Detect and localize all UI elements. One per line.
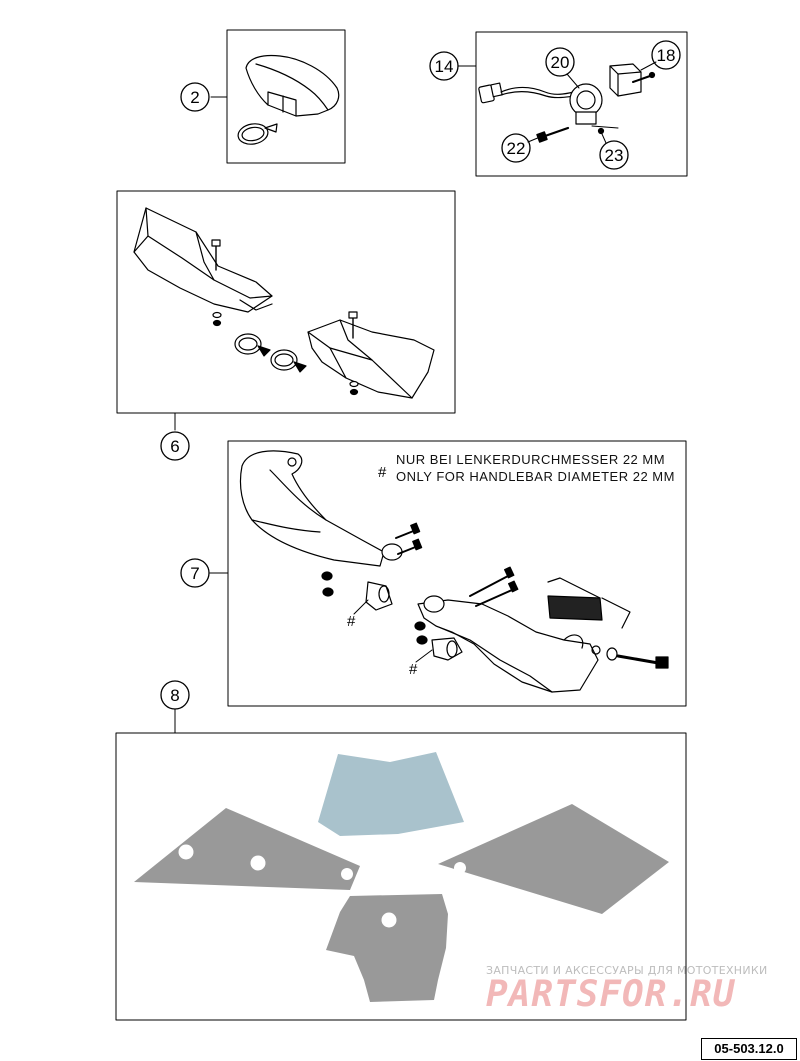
right-mount-screw-icon xyxy=(348,311,359,396)
right-side-decal xyxy=(438,804,669,914)
lens-block-icon xyxy=(609,63,642,97)
spacer-hash-marker: # xyxy=(347,613,356,630)
left-clamp-hardware-icon xyxy=(321,522,423,597)
long-bolt-icon xyxy=(606,647,669,669)
left-spacer-icon xyxy=(365,581,393,611)
callout-2: 2 xyxy=(190,88,199,107)
callout-14: 14 xyxy=(435,57,454,76)
callout-7: 7 xyxy=(190,564,199,583)
screw-icon xyxy=(632,71,656,83)
callout-22: 22 xyxy=(507,139,526,158)
diameter-note-german: NUR BEI LENKERDURCHMESSER 22 MM xyxy=(396,452,666,467)
right-handguard-icon xyxy=(307,319,435,399)
cable-tie-icon xyxy=(237,123,278,145)
callout-23: 23 xyxy=(605,146,624,165)
front-number-plate-decal xyxy=(326,894,448,1002)
nut-icon xyxy=(597,127,605,135)
clamp-ring-icon xyxy=(234,333,307,373)
lamp-socket-icon xyxy=(569,83,619,129)
callout-labels: 2 14 20 18 22 23 6 7 8 xyxy=(170,46,675,705)
note-hash-marker: # xyxy=(378,464,387,481)
left-mount-screw-icon xyxy=(211,239,222,327)
callout-circles xyxy=(160,40,681,710)
hash-markers: # # # xyxy=(347,464,418,678)
right-bracket-icon xyxy=(417,599,601,693)
panel-part-7 xyxy=(209,440,687,707)
watermark-tagline: ЗАПЧАСТИ И АКСЕССУАРЫ ДЛЯ МОТОТЕХНИКИ xyxy=(486,964,768,977)
connector-plug-icon xyxy=(478,82,577,104)
bolt-icon xyxy=(536,126,570,143)
callout-6: 6 xyxy=(170,437,179,456)
spacer-hash-marker: # xyxy=(409,661,418,678)
panel-part-6 xyxy=(116,190,456,431)
left-handguard-icon xyxy=(133,207,273,313)
fender-cap-icon xyxy=(245,54,340,117)
right-clamp-hardware-icon xyxy=(414,566,519,645)
diameter-note-english: ONLY FOR HANDLEBAR DIAMETER 22 MM xyxy=(396,469,675,484)
right-spacer-icon xyxy=(431,637,463,661)
panel-part-2 xyxy=(210,29,346,164)
callout-20: 20 xyxy=(551,53,570,72)
panel-part-14 xyxy=(457,31,688,177)
diagram-code: 05-503.12.0 xyxy=(701,1038,797,1060)
callout-leaders xyxy=(527,61,657,144)
panel-part-8 xyxy=(115,707,687,1021)
callout-18: 18 xyxy=(657,46,676,65)
left-bracket-icon xyxy=(239,450,385,567)
hash-leaders xyxy=(353,599,433,663)
handlebar-grip-icon xyxy=(547,577,631,629)
windscreen-decal xyxy=(318,752,464,836)
watermark-logo: PARTSFOR.RU xyxy=(486,974,736,1015)
left-side-decal xyxy=(134,808,360,890)
callout-8: 8 xyxy=(170,686,179,705)
